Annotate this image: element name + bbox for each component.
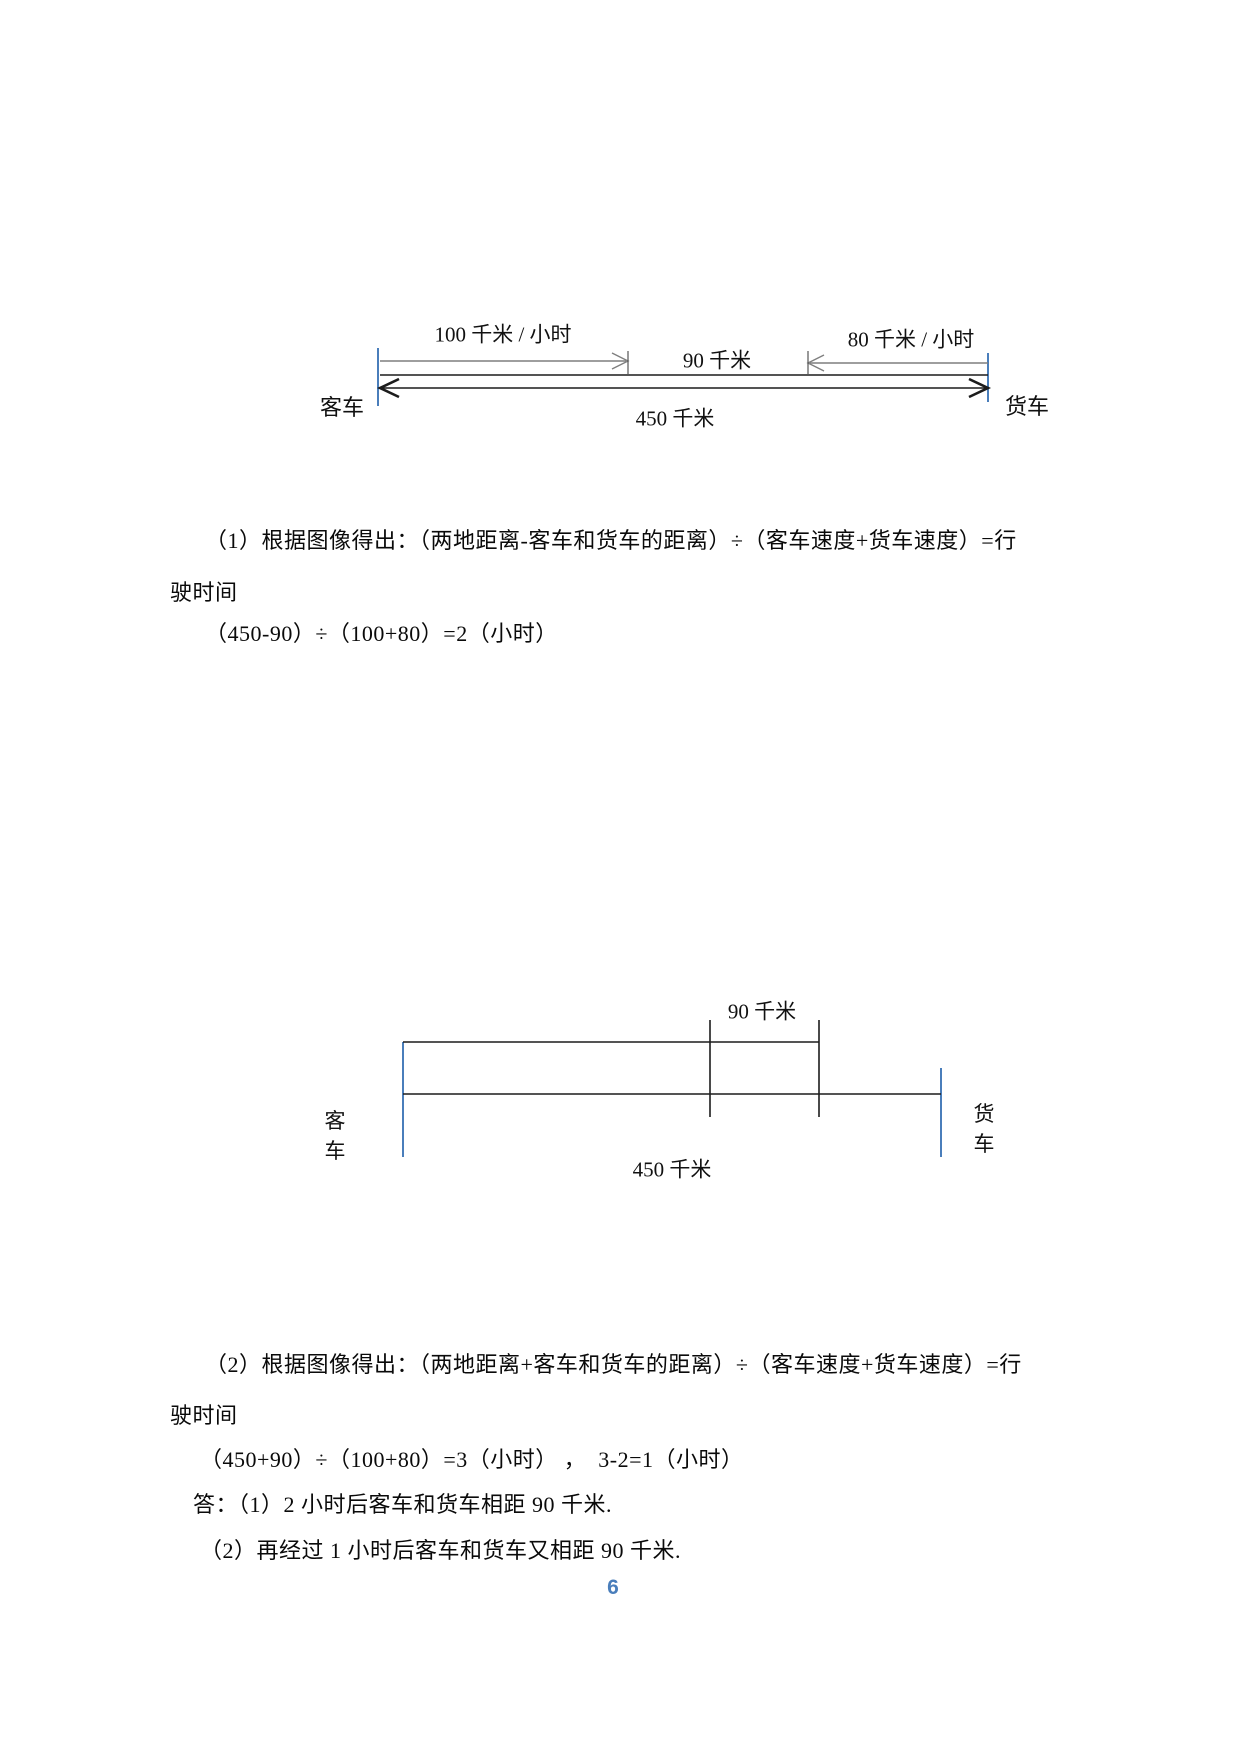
- diagram1-bus-speed-label: 100 千米 / 小时: [434, 322, 572, 347]
- diagram2-total-label: 450 千米: [632, 1157, 712, 1182]
- diagram1-truck-label: 货车: [1004, 394, 1050, 419]
- page-number: 6: [607, 1576, 619, 1599]
- solution1-line3: （450-90）÷（100+80）=2（小时）: [205, 621, 558, 646]
- diagram2-truck-label: 货车: [973, 1102, 995, 1157]
- solution2-line3: （450+90）÷（100+80）=3（小时） ， 3-2=1（小时）: [200, 1447, 744, 1472]
- solution1-line1: （1）根据图像得出：（两地距离-客车和货车的距离）÷（客车速度+货车速度）=行: [205, 528, 1017, 553]
- solution2-line2: 驶时间: [170, 1403, 238, 1428]
- diagram1-gap-label: 90 千米: [682, 348, 752, 373]
- diagram1-total-label: 450 千米: [635, 406, 715, 431]
- total-left-arrowhead-icon: [376, 377, 400, 399]
- diagram1-bus-label: 客车: [319, 395, 365, 420]
- diagram2-graphic: [402, 1020, 942, 1157]
- diagram1-truck-speed-label: 80 千米 / 小时: [847, 327, 975, 352]
- total-right-arrowhead-icon: [968, 377, 992, 399]
- solution2-answer1: 答：（1）2 小时后客车和货车相距 90 千米.: [193, 1492, 613, 1517]
- solution1-line2: 驶时间: [170, 580, 238, 605]
- solution2-answer2: （2）再经过 1 小时后客车和货车又相距 90 千米.: [200, 1538, 682, 1563]
- diagram1-graphic: [376, 348, 992, 406]
- diagram2-gap-label: 90 千米: [727, 999, 797, 1024]
- solution2-line1: （2）根据图像得出：（两地距离+客车和货车的距离）÷（客车速度+货车速度）=行: [205, 1352, 1022, 1377]
- diagram2-bus-label: 客车: [324, 1109, 346, 1164]
